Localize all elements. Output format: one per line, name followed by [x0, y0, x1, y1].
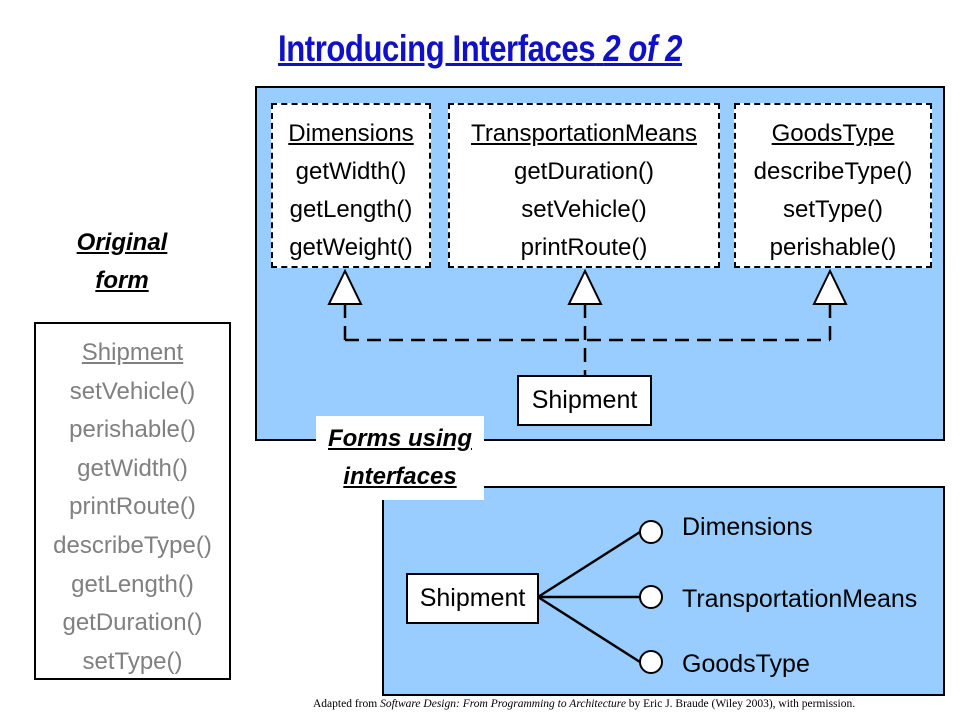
interface-name: GoodsType — [771, 120, 895, 147]
attribution-footer: Adapted from Software Design: From Progr… — [313, 698, 856, 710]
forms-using-interfaces-label: Forms using interfaces — [316, 416, 484, 500]
method: getLength() — [289, 196, 413, 223]
original-form-label: Original form — [76, 229, 168, 294]
realization-lines — [343, 304, 832, 376]
interface-goods-type: GoodsType describeType() setType() peris… — [734, 103, 932, 268]
method: perishable() — [69, 416, 196, 444]
interface-transportation-means: TransportationMeans getDuration() setVeh… — [448, 103, 720, 268]
interface-circle-icon — [639, 520, 663, 544]
page-title: Introducing Interfaces 2 of 2 — [77, 28, 883, 70]
lollipop-label-dimensions: Dimensions — [682, 513, 813, 541]
interface-name: TransportationMeans — [471, 120, 697, 147]
method: getDuration() — [62, 609, 203, 637]
interface-name: Dimensions — [288, 120, 414, 147]
method: printRoute() — [69, 493, 196, 521]
shipment-class-bottom: Shipment — [406, 573, 539, 624]
shipment-class-top: Shipment — [517, 375, 652, 426]
class-name: Shipment — [81, 339, 184, 366]
method: printRoute() — [520, 234, 648, 261]
method: describeType() — [53, 531, 212, 559]
method: getWidth() — [77, 454, 188, 482]
method: setType() — [782, 196, 884, 223]
realization-arrow — [567, 268, 603, 305]
method: getLength() — [71, 570, 194, 598]
method: getWidth() — [295, 158, 407, 185]
realization-arrow — [812, 268, 848, 305]
method: setVehicle() — [69, 377, 196, 405]
title-suffix: 2 of 2 — [603, 28, 683, 69]
class-name: Shipment — [531, 386, 638, 414]
method: setVehicle() — [521, 196, 647, 223]
class-name: Shipment — [419, 584, 526, 612]
realization-arrow — [327, 268, 363, 305]
lollipop-label-goods-type: GoodsType — [682, 650, 810, 678]
method: getDuration() — [513, 158, 655, 185]
lollipop-lines — [537, 530, 641, 664]
method: getWeight() — [289, 234, 413, 261]
title-main: Introducing Interfaces — [277, 28, 596, 69]
interface-dimensions: Dimensions getWidth() getLength() getWei… — [271, 103, 431, 268]
method: describeType() — [753, 158, 913, 185]
interface-circle-icon — [639, 585, 663, 609]
method: setType() — [82, 647, 183, 675]
lollipop-label-transportation-means: TransportationMeans — [682, 585, 918, 613]
interface-circle-icon — [639, 650, 663, 674]
method: perishable() — [769, 234, 897, 261]
original-shipment-class: Shipment setVehicle() perishable() getWi… — [34, 322, 231, 680]
